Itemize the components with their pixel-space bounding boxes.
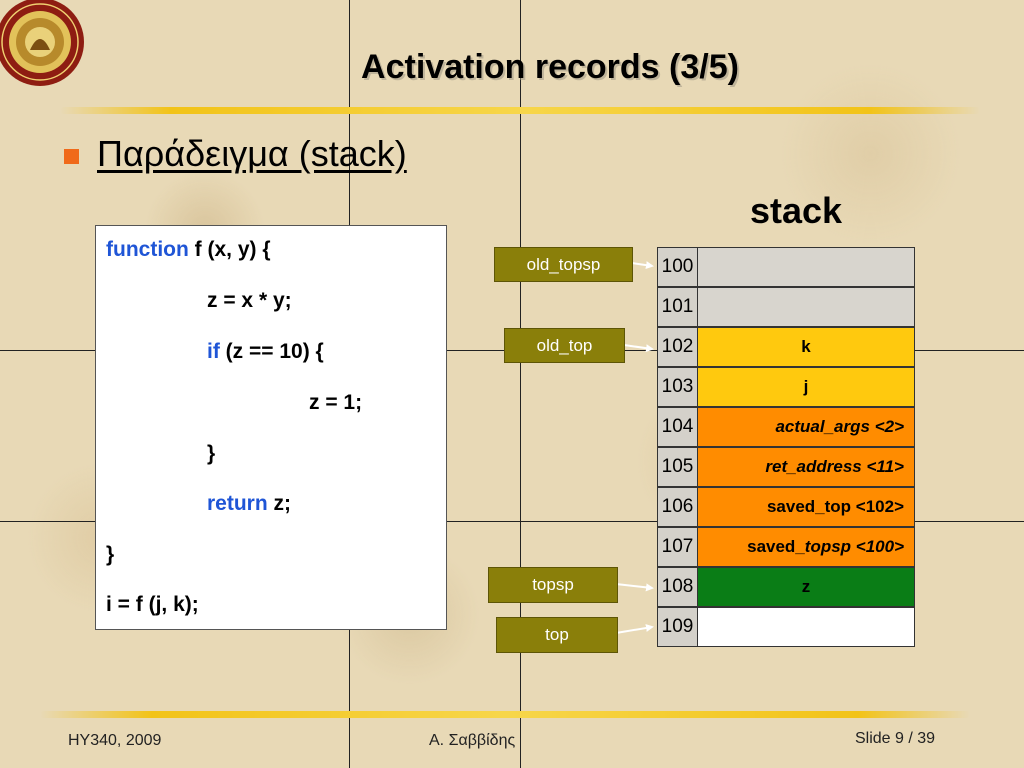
code-line: z = x * y; [207,289,292,312]
code-line: } [207,442,216,465]
code-text: f (x, y) { [188,238,271,261]
stack-cell: saved_topsp <100> [697,527,915,567]
stack-cell [697,247,915,287]
slide-title: Activation records (3/5) [361,48,739,86]
title-divider [60,107,980,114]
stack-address: 104 [657,407,697,447]
bullet-text: Παράδειγμα (stack) [97,133,407,174]
stack-cell [697,287,915,327]
stack-cell-text: saved_ [747,537,805,556]
stack-row: 105 ret_address <11> [657,447,915,487]
stack-cell [697,607,915,647]
topsp-label: topsp [488,567,618,603]
stack-heading: stack [750,190,843,231]
arrow-old-topsp [631,261,654,270]
code-line: } [106,543,115,566]
stack-cell: ret_address <11> [697,447,915,487]
old-topsp-label: old_topsp [494,247,633,282]
old-top-label: old_top [504,328,625,363]
stack-cell: saved_top <102> [697,487,915,527]
code-text: (z == 10) { [219,340,324,363]
stack-address: 100 [657,247,697,287]
code-keyword: if [207,340,220,363]
stack-row: 106 saved_top <102> [657,487,915,527]
footer-slide-number: Slide 9 / 39 [855,730,936,747]
code-keyword: function [106,238,189,261]
stack-address: 101 [657,287,697,327]
stack-row: 108 z [657,567,915,607]
code-line: z = 1; [309,391,363,414]
footer-divider [40,711,970,718]
stack-row: 109 [657,607,915,647]
code-line: if (z == 10) { [207,340,324,364]
stack-address: 102 [657,327,697,367]
stack-address: 105 [657,447,697,487]
grid-line-vertical [520,0,521,768]
stack-cell: z [697,567,915,607]
top-label: top [496,617,618,653]
stack-address: 103 [657,367,697,407]
code-line: i = f (j, k); [106,593,199,616]
stack-row: 104 actual_args <2> [657,407,915,447]
bullet-square-icon [64,149,79,164]
code-text: z; [267,492,292,515]
grid-line-horizontal [0,521,1024,522]
code-keyword: return [207,492,268,515]
stack-row: 101 [657,287,915,327]
stack-row: 103 j [657,367,915,407]
code-line: return z; [207,492,291,516]
stack-cell: j [697,367,915,407]
stack-address: 108 [657,567,697,607]
stack-row: 107 saved_topsp <100> [657,527,915,567]
stack-address: 107 [657,527,697,567]
arrow-topsp [615,583,654,592]
stack-cell-text-italic: topsp <100> [804,537,904,556]
footer-author: Α. Σαββίδης [429,732,516,749]
stack-cell: actual_args <2> [697,407,915,447]
stack-address: 109 [657,607,697,647]
arrow-old-top [623,344,654,353]
code-line: function f (x, y) { [106,238,271,262]
footer-course: HY340, 2009 [68,732,162,749]
stack-address: 106 [657,487,697,527]
arrow-top [615,624,654,634]
stack-row: 100 [657,247,915,287]
code-box: function f (x, y) { z = x * y; if (z == … [95,225,447,630]
stack-row: 102 k [657,327,915,367]
university-of-crete-seal-icon [0,0,84,86]
stack-cell: k [697,327,915,367]
